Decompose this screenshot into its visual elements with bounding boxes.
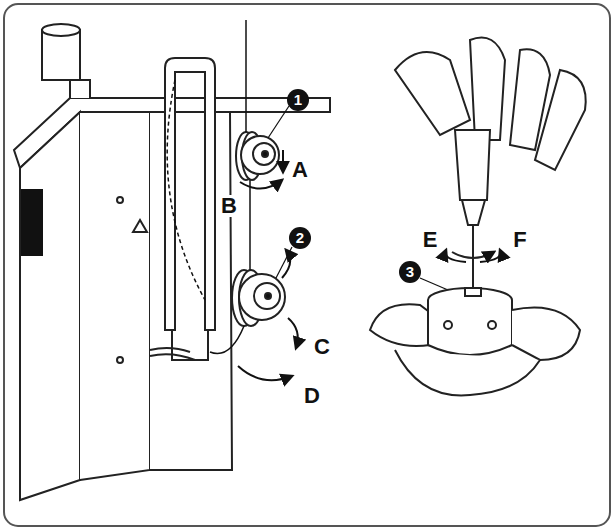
- thread-tension-2: [232, 270, 285, 326]
- callout-number: 1: [287, 89, 309, 111]
- direction-letter: C: [312, 336, 332, 358]
- callout-number: 3: [399, 261, 421, 283]
- direction-letter: A: [290, 159, 310, 181]
- leader-lines: [268, 106, 448, 290]
- direction-letter: F: [511, 229, 528, 251]
- bobbin-case: [370, 288, 580, 395]
- machine-head: [14, 24, 330, 500]
- screw-rotation-arrows: [445, 250, 500, 262]
- thread-tension-1: [236, 132, 279, 180]
- direction-letter: B: [219, 195, 239, 217]
- frame: [4, 4, 610, 526]
- callout-number: 2: [289, 227, 311, 249]
- direction-letter: E: [421, 229, 440, 251]
- rotation-arrows: [238, 150, 298, 380]
- thread: [167, 20, 250, 354]
- direction-letter: D: [302, 385, 322, 407]
- hand-with-screwdriver: [395, 38, 586, 291]
